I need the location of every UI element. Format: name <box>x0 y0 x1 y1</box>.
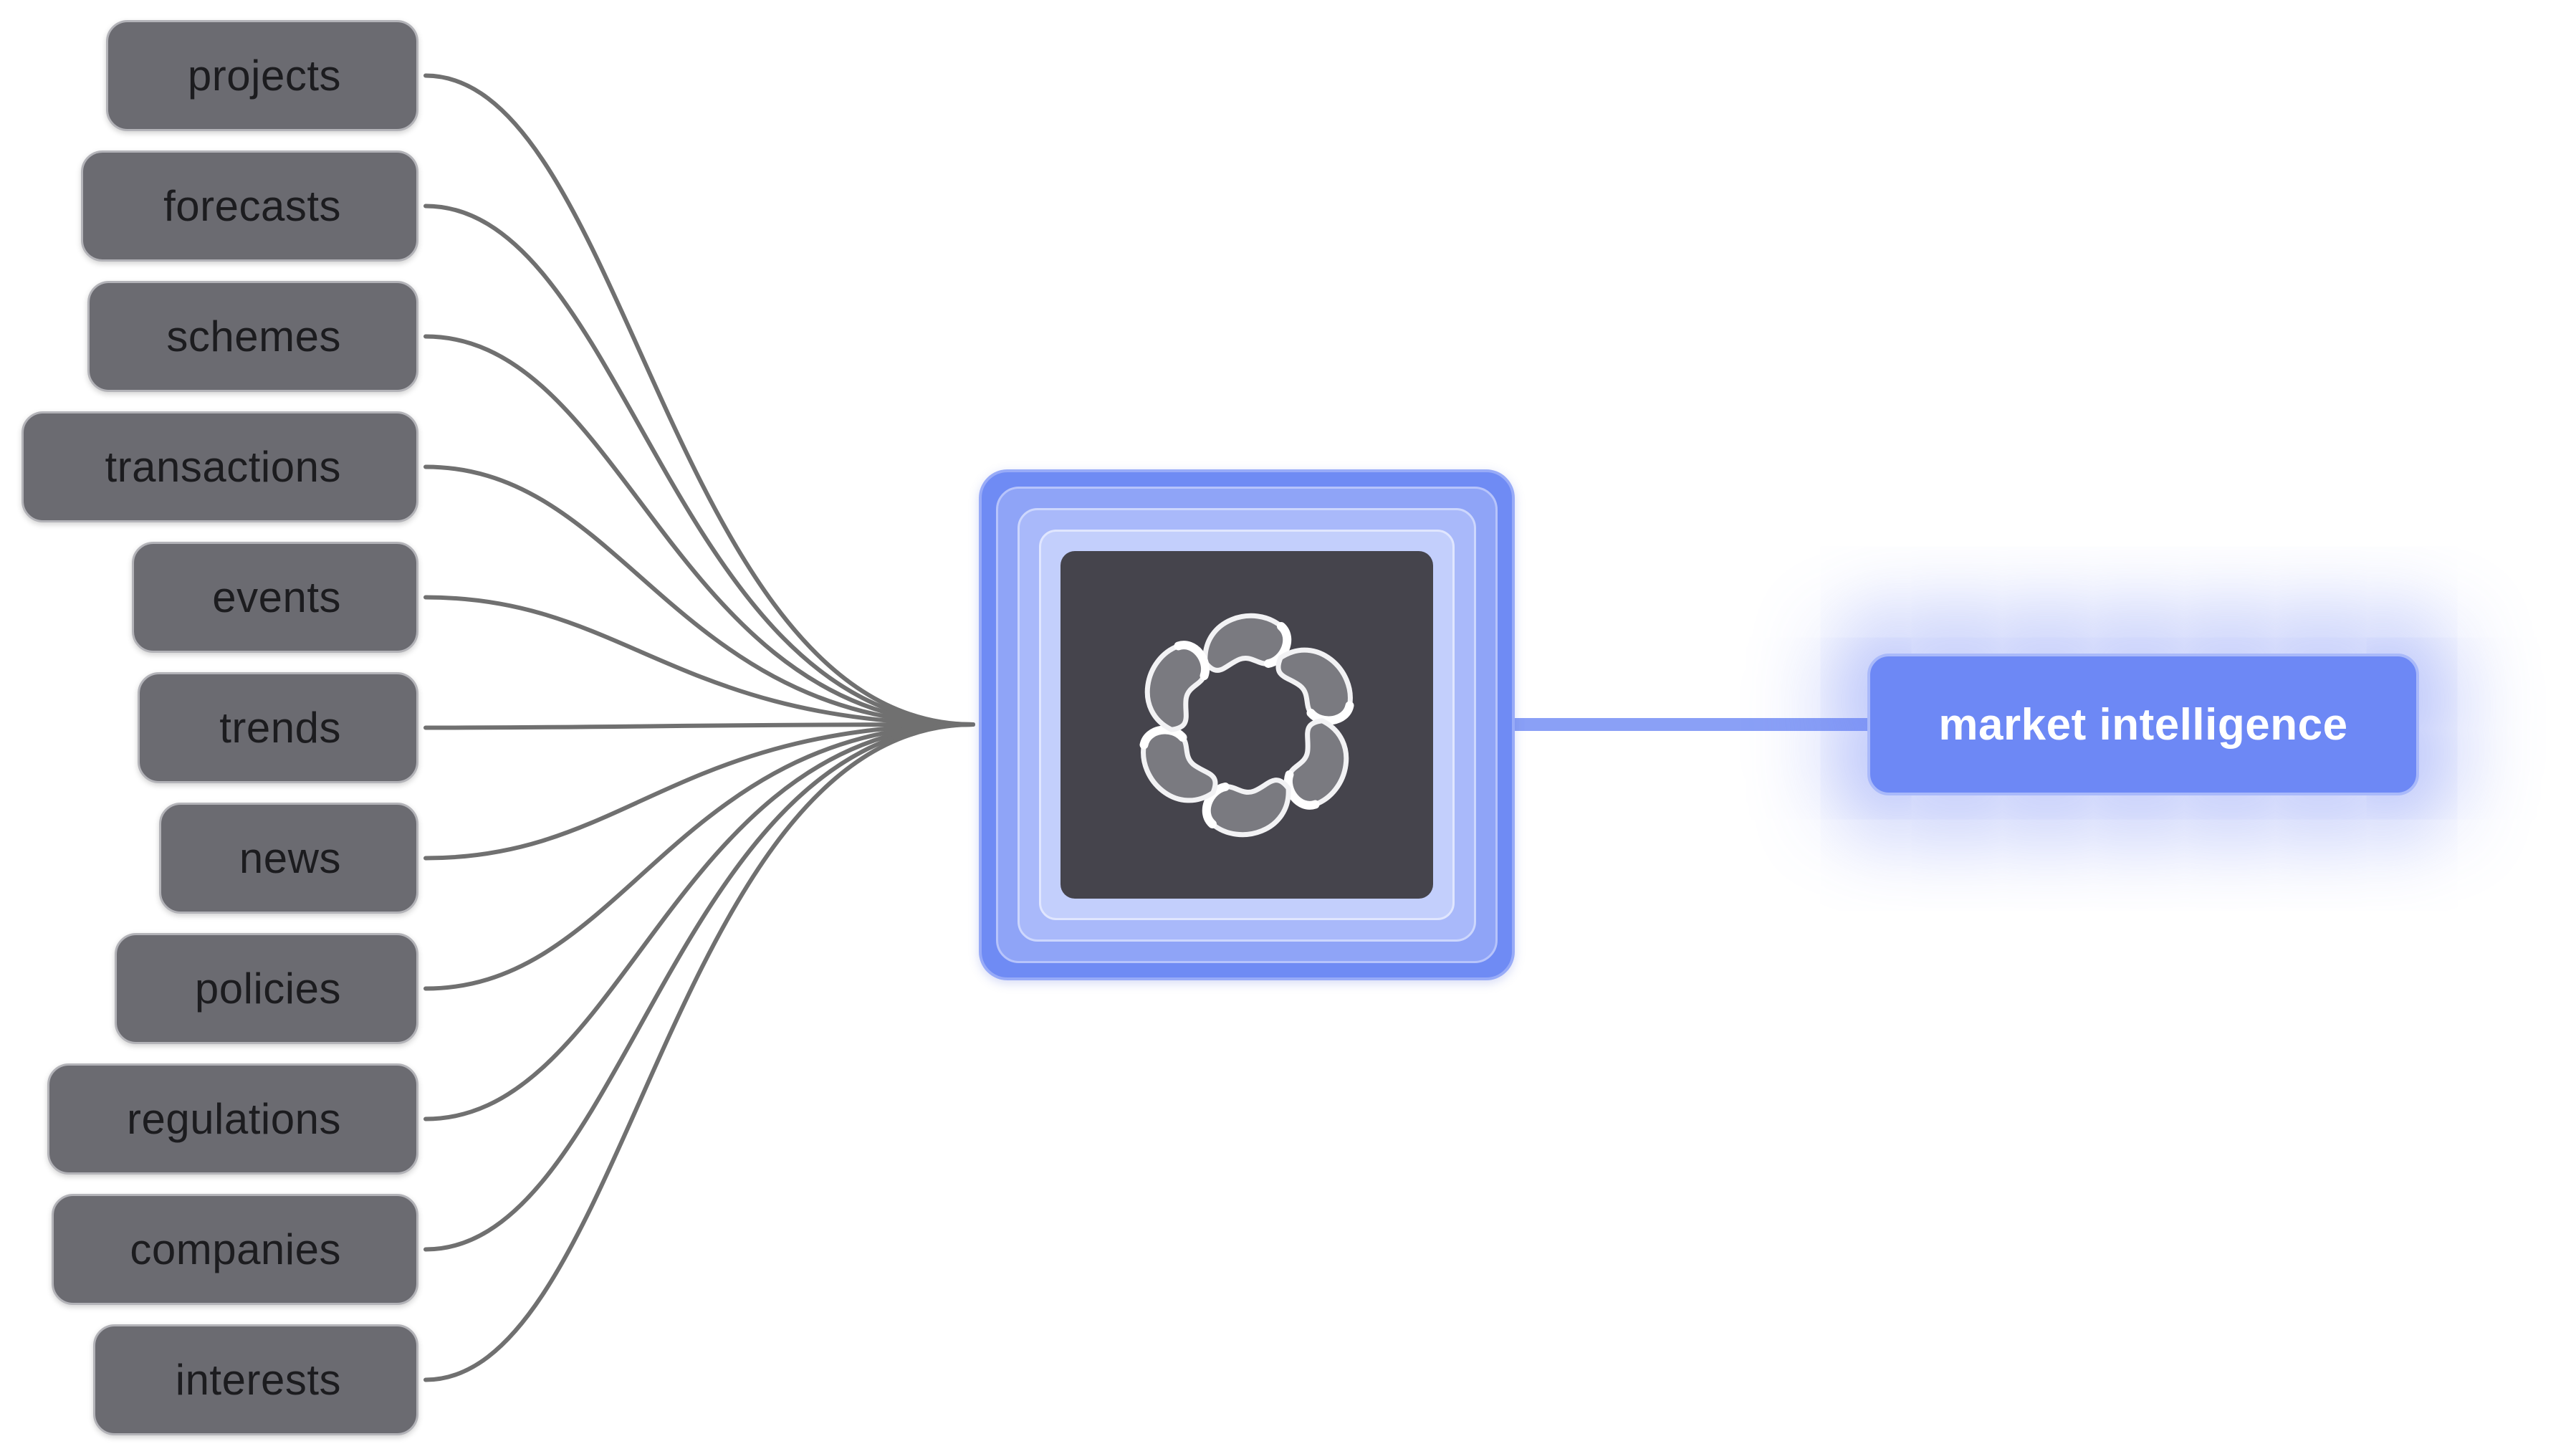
source-label: forecasts <box>163 182 341 230</box>
source-label: events <box>212 573 341 621</box>
source-node-companies: companies <box>52 1194 418 1305</box>
knot-lobe <box>1202 777 1291 837</box>
connector-trends <box>423 722 975 730</box>
connector-events <box>423 595 975 727</box>
source-label: companies <box>130 1225 341 1273</box>
connector-companies <box>423 722 975 1252</box>
source-node-news: news <box>159 803 418 914</box>
source-label: transactions <box>105 443 341 491</box>
flower-knot-icon <box>1139 613 1354 837</box>
source-label: news <box>239 834 341 882</box>
source-node-projects: projects <box>106 20 418 131</box>
source-connectors <box>423 73 975 1382</box>
connector-policies <box>423 722 975 991</box>
source-label: projects <box>187 52 341 100</box>
source-label: trends <box>219 704 341 752</box>
connector-forecasts <box>423 204 975 727</box>
connector-projects <box>423 73 975 727</box>
output-node-market-intelligence: market intelligence <box>1867 654 2419 795</box>
connector-interests <box>423 722 975 1382</box>
connector-schemes <box>423 334 975 727</box>
source-label: interests <box>175 1356 341 1404</box>
source-label: schemes <box>166 312 341 360</box>
source-node-interests: interests <box>93 1324 418 1435</box>
connector-transactions <box>423 464 975 727</box>
knot-lobe <box>1144 640 1210 732</box>
source-node-policies: policies <box>115 933 418 1044</box>
source-node-regulations: regulations <box>47 1063 418 1175</box>
output-label: market intelligence <box>1938 699 2348 750</box>
connector-regulations <box>423 722 975 1121</box>
hub-core <box>1060 551 1433 899</box>
connector-news <box>423 722 975 861</box>
source-node-forecasts: forecasts <box>81 150 418 262</box>
processing-hub <box>979 469 1515 980</box>
knot-lobe <box>1202 613 1292 673</box>
source-node-trends: trends <box>138 672 418 783</box>
source-node-events: events <box>132 542 418 653</box>
source-node-transactions: transactions <box>21 411 418 522</box>
source-label: regulations <box>126 1095 341 1143</box>
source-label: policies <box>194 965 341 1013</box>
source-node-schemes: schemes <box>87 281 418 392</box>
